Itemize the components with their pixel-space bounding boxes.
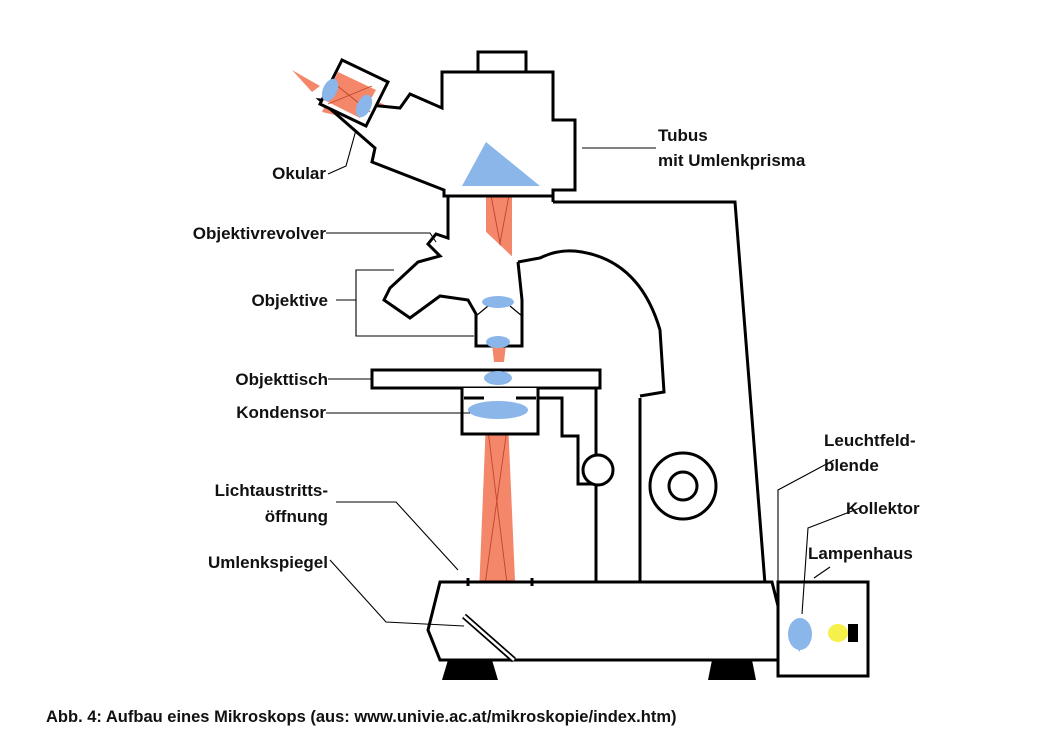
- objective-lens-upper: [482, 296, 514, 308]
- coarse-focus-knob-center: [667, 470, 699, 502]
- fine-focus-knob: [581, 453, 615, 487]
- label-umlenkspiegel: Umlenkspiegel: [208, 553, 328, 572]
- label-lichtaustritt-2: öffnung: [265, 507, 328, 526]
- label-objektive: Objektive: [251, 291, 328, 310]
- condenser-lens: [468, 401, 528, 419]
- objective-lens-lower: [486, 336, 510, 348]
- label-leuchtfeld-1: Leuchtfeld-: [824, 431, 916, 450]
- label-tubus-2: mit Umlenkprisma: [658, 151, 806, 170]
- microscope-base: [426, 580, 780, 662]
- labels: Okular Objektivrevolver Objektive Objekt…: [193, 126, 920, 572]
- label-lampenhaus: Lampenhaus: [808, 544, 913, 563]
- label-objektivrevolver: Objektivrevolver: [193, 224, 327, 243]
- label-leuchtfeld-2: blende: [824, 456, 879, 475]
- lamp-housing: [776, 580, 870, 678]
- label-objekttisch: Objekttisch: [235, 370, 328, 389]
- label-okular: Okular: [272, 164, 326, 183]
- lenses: [321, 78, 812, 652]
- label-kollektor: Kollektor: [846, 499, 920, 518]
- condenser-top-lens: [484, 371, 512, 385]
- eyepiece-lens-bottom: [355, 94, 373, 118]
- microscope-arm: [517, 249, 666, 398]
- figure-caption: Abb. 4: Aufbau eines Mikroskops (aus: ww…: [46, 708, 677, 726]
- foot-right: [708, 660, 756, 680]
- leader-lines: [326, 129, 861, 627]
- beam-exit-cone: [292, 70, 320, 92]
- label-tubus-1: Tubus: [658, 126, 708, 145]
- collector-lens-body: [788, 618, 812, 650]
- eyepiece-lens-top: [321, 78, 339, 102]
- label-kondensor: Kondensor: [236, 403, 326, 422]
- deflecting-prism: [462, 142, 540, 186]
- label-lichtaustritt-1: Lichtaustritts-: [215, 481, 328, 500]
- tube-cap: [476, 50, 528, 74]
- lamp: [828, 624, 858, 642]
- foot-left: [442, 660, 498, 680]
